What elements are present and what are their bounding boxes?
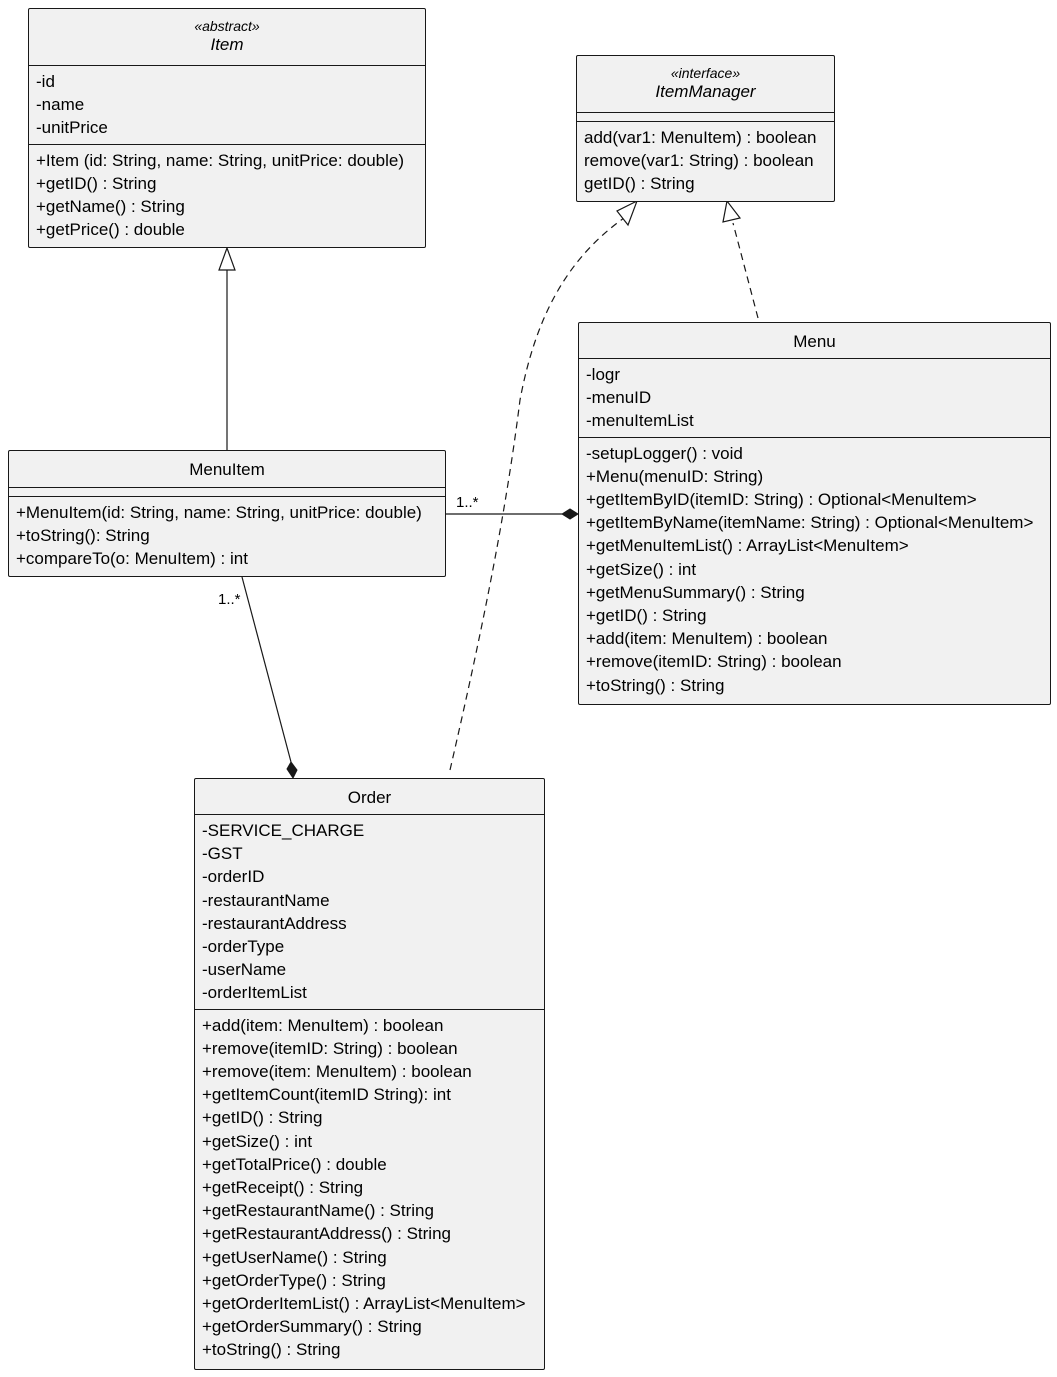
generalization-arrowhead-item (218, 246, 236, 271)
class-order-header: Order (195, 779, 544, 815)
attribute: -id (36, 72, 55, 91)
method: +getMenuSummary() : String (586, 582, 805, 602)
method: +add(item: MenuItem) : boolean (586, 629, 828, 649)
realization-arrowhead-menu (722, 199, 742, 223)
class-itemmanager-name: ItemManager (655, 82, 756, 101)
class-itemmanager-methods: add(var1: MenuItem) : boolean remove(var… (577, 122, 834, 200)
method: +getItemByName(itemName: String) : Optio… (586, 513, 1034, 533)
class-item-name: Item (210, 35, 244, 54)
class-menuitem: MenuItem +MenuItem(id: String, name: Str… (8, 450, 446, 577)
method: +getID() : String (586, 606, 707, 626)
class-itemmanager-stereotype: «interface» (670, 65, 741, 81)
class-order-name: Order (347, 788, 392, 807)
method: +Item (id: String, name: String, unitPri… (36, 150, 405, 170)
order-implements-itemmanager-line (449, 217, 625, 771)
attribute: -GST (202, 844, 243, 864)
method: +getRestaurantName() : String (202, 1201, 434, 1221)
method: +getOrderItemList() : ArrayList<MenuItem… (202, 1294, 526, 1314)
method: +getOrderSummary() : String (202, 1317, 422, 1337)
attribute: -logr (586, 365, 621, 384)
method: add(var1: MenuItem) : boolean (584, 128, 817, 147)
method: +getMenuItemList() : ArrayList<MenuItem> (586, 536, 909, 556)
method: +remove(itemID: String) : boolean (202, 1038, 458, 1058)
method: +getItemCount(itemID String): int (202, 1085, 451, 1105)
class-item: «abstract» Item -id -name -unitPrice +It… (28, 8, 426, 248)
method: +getReceipt() : String (202, 1178, 364, 1198)
method: +compareTo(o: MenuItem) : int (16, 549, 248, 569)
class-item-methods: +Item (id: String, name: String, unitPri… (29, 145, 425, 246)
method: +getTotalPrice() : double (202, 1154, 387, 1174)
method: +add(item: MenuItem) : boolean (202, 1015, 444, 1035)
realization-arrowhead-order (616, 199, 639, 227)
attribute: -name (36, 95, 85, 115)
method: +getSize() : int (586, 559, 697, 579)
class-menu-methods: -setupLogger() : void +Menu(menuID: Stri… (579, 438, 1050, 701)
attribute: -orderItemList (202, 983, 307, 1003)
menu-implements-itemmanager-line (732, 222, 759, 319)
class-item-header: «abstract» Item (29, 9, 425, 66)
method: +getPrice() : double (36, 220, 185, 240)
method: +getOrderType() : String (202, 1270, 386, 1290)
class-order-attributes: -SERVICE_CHARGE -GST -orderID -restauran… (195, 815, 544, 1010)
class-menu-attributes: -logr -menuID -menuItemList (579, 359, 1050, 438)
class-order-methods: +add(item: MenuItem) : boolean +remove(i… (195, 1010, 544, 1366)
class-item-stereotype: «abstract» (194, 18, 260, 34)
class-order: Order -SERVICE_CHARGE -GST -orderID -res… (194, 778, 545, 1370)
method: +getUserName() : String (202, 1247, 387, 1267)
method: +toString(): String (16, 526, 150, 546)
method: +remove(item: MenuItem) : boolean (202, 1062, 472, 1082)
attribute: -menuID (586, 388, 652, 408)
class-menu-header: Menu (579, 323, 1050, 359)
composition-diamond-order (286, 761, 298, 779)
menuitem-order-composition-line (241, 576, 292, 763)
attribute: -userName (202, 960, 287, 980)
method: remove(var1: String) : boolean (584, 151, 814, 171)
class-itemmanager-attributes (577, 113, 834, 122)
class-item-attributes: -id -name -unitPrice (29, 66, 425, 145)
method: +Menu(menuID: String) (586, 466, 764, 486)
multiplicity-label-menu: 1..* (456, 494, 479, 511)
attribute: -restaurantName (202, 890, 330, 910)
method: +getName() : String (36, 197, 185, 217)
attribute: -orderType (202, 937, 285, 957)
class-menu-name: Menu (793, 332, 836, 351)
method: +getID() : String (36, 173, 157, 193)
attribute: -restaurantAddress (202, 913, 347, 933)
method: +MenuItem(id: String, name: String, unit… (16, 503, 422, 522)
attribute: -menuItemList (586, 411, 694, 431)
class-menu: Menu -logr -menuID -menuItemList -setupL… (578, 322, 1051, 705)
method: +remove(itemID: String) : boolean (586, 652, 842, 672)
attribute: -unitPrice (36, 118, 108, 138)
method: getID() : String (584, 174, 695, 194)
method: -setupLogger() : void (586, 443, 743, 463)
method: +getItemByID(itemID: String) : Optional<… (586, 490, 977, 510)
multiplicity-label-order: 1..* (218, 591, 241, 608)
method: +toString() : String (586, 675, 725, 695)
composition-diamond-menu (561, 508, 579, 520)
class-itemmanager-header: «interface» ItemManager (577, 56, 834, 113)
class-menuitem-name: MenuItem (189, 460, 265, 479)
class-menuitem-header: MenuItem (9, 451, 445, 488)
attribute: -SERVICE_CHARGE (202, 821, 365, 840)
method: +toString() : String (202, 1340, 341, 1360)
attribute: -orderID (202, 867, 265, 887)
method: +getRestaurantAddress() : String (202, 1224, 451, 1244)
method: +getID() : String (202, 1108, 323, 1128)
class-menuitem-methods: +MenuItem(id: String, name: String, unit… (9, 497, 445, 575)
method: +getSize() : int (202, 1131, 313, 1151)
class-menuitem-attributes (9, 488, 445, 497)
class-itemmanager: «interface» ItemManager add(var1: MenuIt… (576, 55, 835, 202)
